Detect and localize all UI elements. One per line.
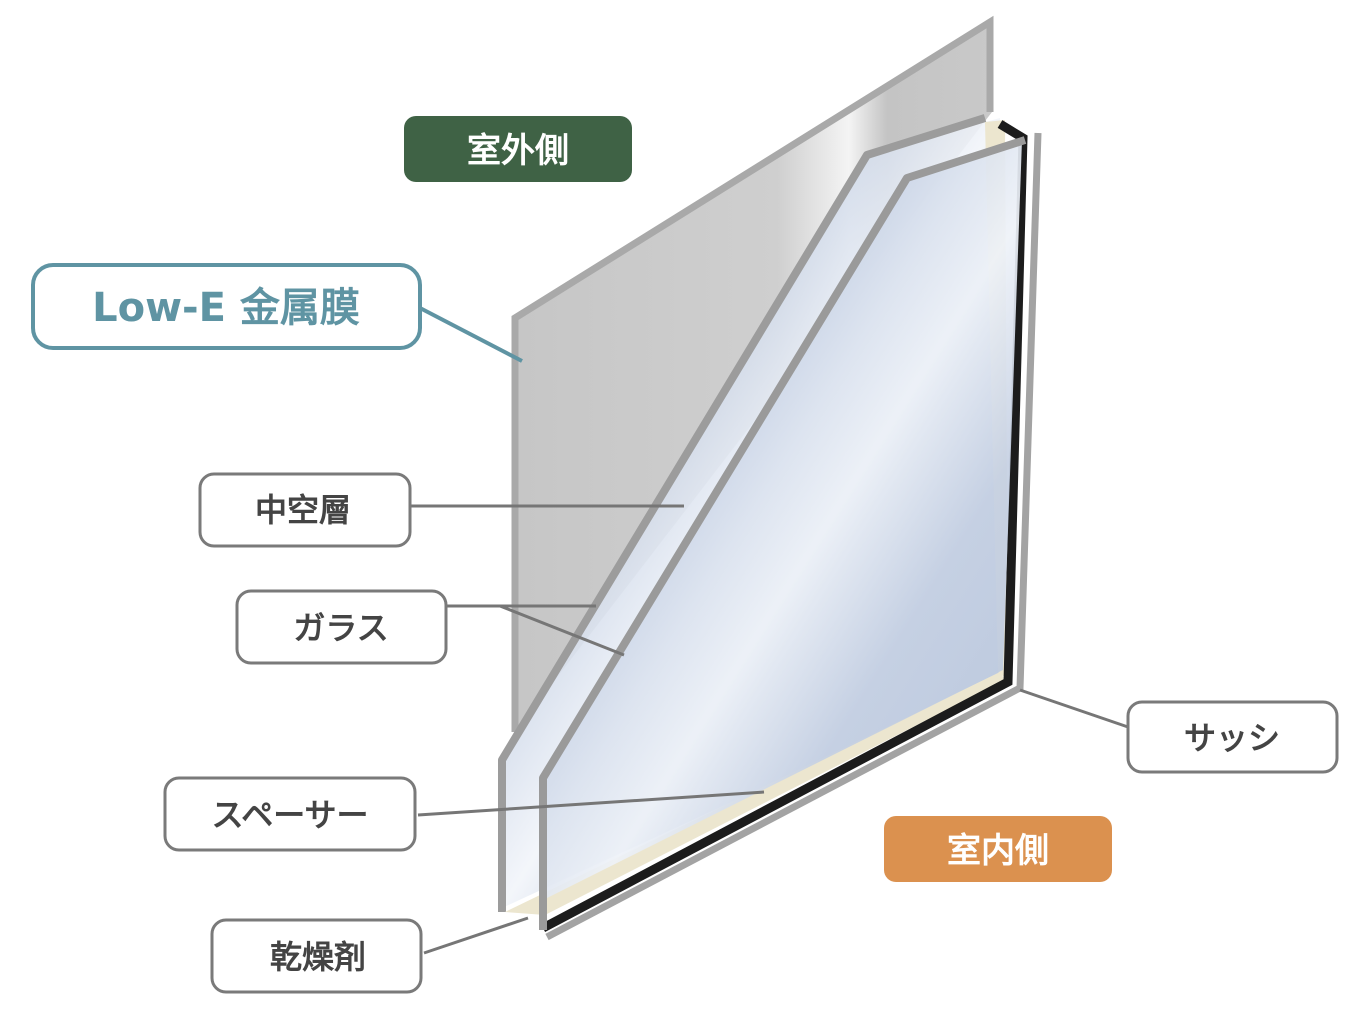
indoor-side-label: 室内側 <box>947 831 1049 871</box>
inner-glass-face <box>543 140 1022 900</box>
low-e-label: Low-E 金属膜 <box>92 285 360 331</box>
desiccant-label: 乾燥剤 <box>270 938 366 976</box>
sash-frame-edge <box>545 132 1042 941</box>
outdoor-side-badge-bg <box>404 116 632 182</box>
desiccant-callout: 乾燥剤 <box>210 918 423 994</box>
sash-callout-box <box>1126 700 1339 774</box>
outdoor-side-badge: 室外側 <box>404 116 632 182</box>
outdoor-side-label: 室外側 <box>467 131 569 171</box>
outer-glass-edge <box>498 114 987 912</box>
spacer <box>540 120 1028 932</box>
hollow-layer-callout: 中空層 <box>198 472 412 548</box>
glass-label: ガラス <box>293 609 388 647</box>
spacer-label: スペーサー <box>211 796 368 834</box>
leader-lines <box>410 306 1129 955</box>
sash-frame <box>545 132 1042 941</box>
low-e-pane-edge <box>511 15 994 732</box>
desiccant-callout-box <box>210 918 423 994</box>
spacer-callout-box <box>163 776 417 852</box>
low-e-callout-box <box>31 263 422 350</box>
inner-glass-edge <box>539 136 1027 930</box>
glass-callout-box <box>235 589 448 665</box>
indoor-side-badge: 室内側 <box>884 816 1112 882</box>
indoor-side-badge-bg <box>884 816 1112 882</box>
leader-spacer <box>417 790 765 817</box>
leader-sash <box>1019 688 1129 729</box>
inner-glass-pane <box>539 136 1027 930</box>
spacer-callout: スペーサー <box>163 776 417 852</box>
spacer-bar <box>540 120 1028 932</box>
sash-callout: サッシ <box>1126 700 1339 774</box>
leader-desiccant <box>423 916 529 955</box>
low-e-callout: Low-E 金属膜 <box>31 263 422 350</box>
leader-low-e <box>419 306 523 363</box>
hollow-layer-callout-box <box>198 472 412 548</box>
glass-callout: ガラス <box>235 589 448 665</box>
leader-glass-inner <box>499 604 625 657</box>
hollow-layer-label: 中空層 <box>255 491 351 529</box>
sash-label: サッシ <box>1184 719 1280 757</box>
